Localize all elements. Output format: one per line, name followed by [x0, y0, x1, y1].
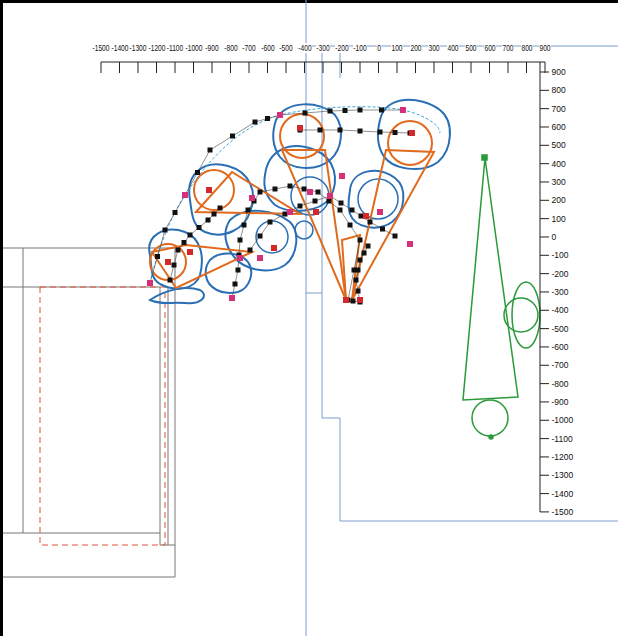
axis-label: 100 — [551, 214, 566, 224]
axis-label: -300 — [551, 287, 569, 297]
axis-label: 900 — [551, 67, 566, 77]
axis-label: -200 — [334, 43, 348, 53]
axis-label: -100 — [353, 43, 367, 53]
axis-label: -1500 — [92, 43, 110, 53]
outer-contour — [150, 107, 440, 283]
axis-label: 500 — [465, 43, 477, 53]
axis-label: -1100 — [551, 434, 573, 444]
guide-lines — [306, 0, 618, 636]
axis-label: -1200 — [148, 43, 166, 53]
axis-label: -800 — [223, 43, 237, 53]
axis-label: 300 — [551, 177, 566, 187]
wall-outline — [3, 248, 175, 577]
axis-label: -1400 — [111, 43, 129, 53]
axis-label: -700 — [242, 43, 256, 53]
axis-label: 0 — [376, 43, 380, 53]
axis-label: -600 — [551, 342, 569, 352]
axis-label: 800 — [551, 85, 566, 95]
axis-label: 200 — [410, 43, 422, 53]
axis-label: 700 — [551, 104, 566, 114]
green-figure — [463, 155, 540, 439]
axis-label: -200 — [551, 269, 569, 279]
axis-label: -900 — [551, 397, 569, 407]
dashed-outline — [40, 287, 165, 545]
axis-label: -900 — [205, 43, 219, 53]
axis-label: -1000 — [551, 415, 574, 425]
axis-label: -1500 — [551, 507, 574, 517]
head-shapes — [150, 114, 434, 300]
axis-label: -1100 — [166, 43, 183, 53]
axis-label: -1000 — [185, 43, 203, 53]
axis-label: 0 — [551, 232, 557, 242]
axis-label: -400 — [297, 43, 311, 53]
axis-label: 600 — [484, 43, 496, 53]
axis-label: 700 — [502, 43, 514, 53]
axis-label: -1300 — [129, 43, 147, 53]
axis-label: -400 — [551, 305, 569, 315]
ruler-ticks — [101, 62, 549, 512]
axis-label: -700 — [551, 360, 569, 370]
axis-label: 300 — [428, 43, 440, 53]
body-outline — [149, 100, 450, 304]
axis-label: 800 — [521, 43, 533, 53]
axis-label: 600 — [551, 122, 566, 132]
axis-label: 500 — [551, 140, 566, 150]
axis-label: -1200 — [551, 452, 574, 462]
axis-label: -500 — [551, 324, 569, 334]
frame-line — [0, 0, 618, 3]
axis-label: -500 — [279, 43, 293, 53]
frame-line — [0, 0, 3, 636]
axis-label: 400 — [551, 159, 566, 169]
axis-label: 100 — [391, 43, 403, 53]
marker-dots — [147, 107, 415, 305]
axis-label: -300 — [316, 43, 330, 53]
axis-label: -1400 — [551, 489, 574, 499]
axis-label: -1300 — [551, 470, 574, 480]
axis-label: 200 — [551, 195, 566, 205]
axis-label: 400 — [447, 43, 459, 53]
axis-label: -800 — [551, 379, 569, 389]
axis-label: -600 — [260, 43, 274, 53]
axis-label: -100 — [551, 250, 569, 260]
axis-label: 900 — [539, 43, 551, 53]
